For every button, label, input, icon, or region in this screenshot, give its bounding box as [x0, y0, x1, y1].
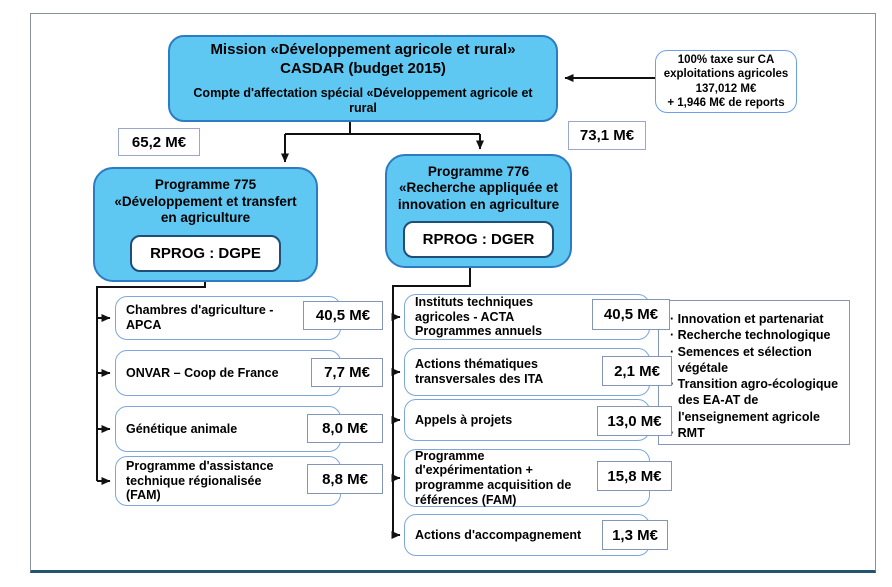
item-label: Programme d'assistance technique régiona… — [126, 458, 274, 503]
mission-title-line2: CASDAR (budget 2015) — [280, 60, 446, 77]
note-item: RMT — [667, 425, 841, 441]
item-actions-thematiques-value: 2,1 M€ — [602, 356, 672, 386]
item-accompagnement-value: 1,3 M€ — [602, 520, 668, 550]
item-label: Génétique animale — [126, 421, 238, 436]
item-experimentation-value: 15,8 M€ — [597, 461, 672, 491]
programme-775-rprog: RPROG : DGPE — [130, 234, 281, 272]
programme-776-name: Programme 776 — [427, 163, 530, 179]
programme-775-desc: «Développement et transfert en agricultu… — [114, 193, 297, 226]
item-assistance-technique: Programme d'assistance technique régiona… — [115, 456, 341, 506]
item-label: Actions d'accompagnement — [415, 527, 582, 542]
programme-775-box: Programme 775 «Développement et transfer… — [93, 167, 318, 282]
item-label: Chambres d'agriculture - APCA — [126, 303, 274, 332]
note-item: Transition agro-écologique des EA-AT de … — [667, 376, 841, 425]
item-label: Programme d'expérimentation + programme … — [415, 448, 572, 507]
note-item: Semences et sélection végétale — [667, 344, 841, 377]
tax-note-box: 100% taxe sur CA exploitations agricoles… — [655, 50, 797, 113]
programme-776-rprog: RPROG : DGER — [402, 221, 555, 259]
item-genetique-animale: Génétique animale — [115, 406, 341, 452]
programme-776-desc: «Recherche appliquée et innovation en ag… — [397, 180, 560, 212]
notes-box: Innovation et partenariat Recherche tech… — [658, 300, 850, 445]
item-onvar-value: 7,7 M€ — [311, 358, 383, 387]
programme-775-name: Programme 775 — [154, 177, 257, 193]
item-instituts-value: 40,5 M€ — [592, 299, 670, 330]
item-label: ONVAR – Coop de France — [126, 365, 279, 380]
note-item: Recherche technologique — [667, 327, 841, 343]
item-appels-value: 13,0 M€ — [597, 406, 672, 436]
item-label: Actions thématiques transversales des IT… — [415, 357, 544, 386]
mission-title-line1: Mission «Développement agricole et rural… — [210, 41, 516, 59]
item-assistance-value: 8,8 M€ — [307, 464, 383, 494]
amount-775: 65,2 M€ — [118, 128, 200, 156]
amount-776: 73,1 M€ — [568, 121, 646, 150]
item-genetique-value: 8,0 M€ — [307, 414, 383, 443]
mission-box: Mission «Développement agricole et rural… — [168, 35, 558, 122]
tax-note-line2: exploitations agricoles — [663, 68, 789, 81]
programme-776-box: Programme 776 «Recherche appliquée et in… — [385, 154, 572, 268]
note-item: Innovation et partenariat — [667, 311, 841, 327]
tax-note-line3: 137,012 M€ — [695, 82, 757, 95]
tax-note-line1: 100% taxe sur CA — [677, 53, 775, 66]
tax-note-line4: + 1,946 M€ de reports — [667, 96, 785, 109]
item-onvar: ONVAR – Coop de France — [115, 350, 341, 396]
item-label: Instituts techniques agricoles - ACTA Pr… — [415, 294, 543, 339]
mission-subtitle: Compte d'affectation spécial «Développem… — [193, 85, 533, 115]
item-label: Appels à projets — [415, 412, 513, 427]
item-chambres-value: 40,5 M€ — [303, 301, 383, 330]
